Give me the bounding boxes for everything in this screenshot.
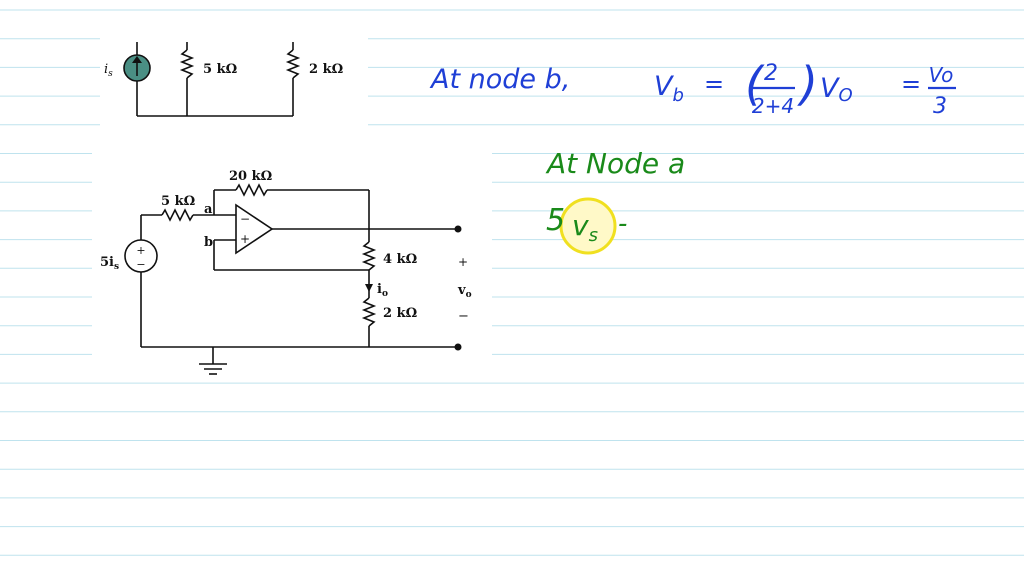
top-r1-label: 5 kΩ	[203, 62, 237, 77]
r-fb-label: 20 kΩ	[229, 169, 272, 184]
highlight-circle	[559, 197, 617, 255]
frac2-num: Vo	[929, 63, 954, 87]
output-terminal-minus	[454, 343, 462, 351]
r2-label: 2 kΩ	[383, 306, 417, 321]
current-arrow-icon	[365, 284, 373, 292]
io-label: io	[377, 282, 388, 299]
src-plus: +	[136, 244, 145, 257]
circuit-panel	[100, 30, 368, 130]
circuit-panel	[92, 150, 492, 378]
opamp-plus: +	[240, 232, 250, 246]
main-source-label: 5is	[100, 255, 119, 272]
paren-left: (	[745, 57, 765, 111]
vo-label: vo	[457, 283, 472, 300]
frac2-den: 3	[933, 94, 947, 119]
output-terminal-plus	[454, 225, 462, 233]
frac-den: 2+4	[752, 94, 794, 118]
note-line3-num: 5	[546, 203, 565, 238]
r4-label: 4 kΩ	[383, 252, 417, 267]
voltage-source-icon	[124, 239, 158, 273]
note-vo: VO	[820, 73, 853, 106]
paren-right: )	[797, 57, 818, 111]
top-r2-label: 2 kΩ	[309, 62, 343, 77]
out-plus: +	[458, 255, 468, 269]
note-line3-v: vs	[572, 209, 598, 246]
note-eq2: =	[901, 70, 921, 98]
r-in-label: 5 kΩ	[161, 194, 195, 209]
out-minus: −	[458, 309, 469, 324]
node-a-label: a	[204, 202, 213, 217]
note-line3-dash: -	[618, 209, 627, 239]
note-line1-prefix: At node b,	[429, 64, 570, 95]
current-source-icon	[123, 54, 151, 82]
note-vb: Vb	[654, 71, 684, 106]
note-line2: At Node a	[545, 147, 685, 180]
src-minus: −	[136, 258, 145, 271]
note-eq: =	[704, 70, 724, 98]
opamp-minus: −	[240, 212, 250, 226]
node-b-label: b	[204, 235, 213, 250]
top-source-label: is	[104, 62, 113, 79]
frac-num: 2	[764, 61, 778, 86]
